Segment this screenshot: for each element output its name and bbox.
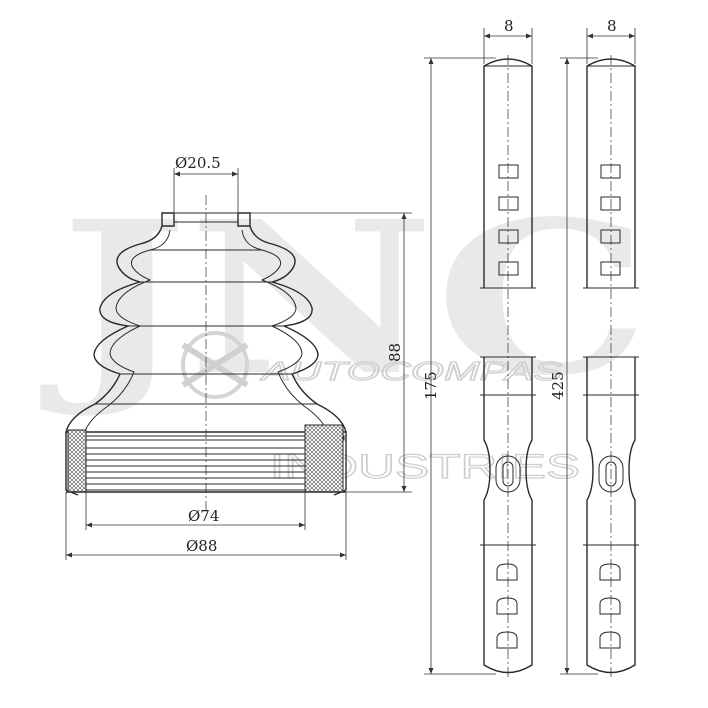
dim-strap-length-left: 175 xyxy=(422,57,496,675)
dim-inner-bottom-label: Ø74 xyxy=(188,507,219,525)
dim-inner-top: Ø20.5 xyxy=(173,154,239,212)
cv-boot-drawing: Ø20.5 88 Ø74 Ø88 xyxy=(65,154,412,560)
dim-strap-length-right-label: 425 xyxy=(549,371,567,400)
dim-inner-top-label: Ø20.5 xyxy=(175,154,221,172)
clamp-strap-long: 8 425 xyxy=(549,17,639,680)
dim-outer: Ø88 xyxy=(65,492,347,560)
boot-outer-right xyxy=(249,225,347,496)
dim-boot-height-label: 88 xyxy=(386,343,404,362)
dim-strap-length-left-label: 175 xyxy=(422,371,440,400)
dim-boot-height: 88 xyxy=(250,212,412,493)
dim-inner-bottom: Ø74 xyxy=(85,492,306,530)
dim-strap-width-right-label: 8 xyxy=(607,17,617,35)
watermark-emblem-icon xyxy=(181,331,249,399)
watermark-brand: JNC xyxy=(39,175,650,422)
watermark-line1: AUTOCOMPAS xyxy=(259,356,563,386)
boot-outer-left xyxy=(65,225,163,496)
dim-strap-length-right: 425 xyxy=(549,57,598,675)
dim-outer-label: Ø88 xyxy=(186,537,217,555)
dim-strap-width-left-label: 8 xyxy=(504,17,514,35)
clamp-strap-short: 8 175 xyxy=(422,17,536,680)
